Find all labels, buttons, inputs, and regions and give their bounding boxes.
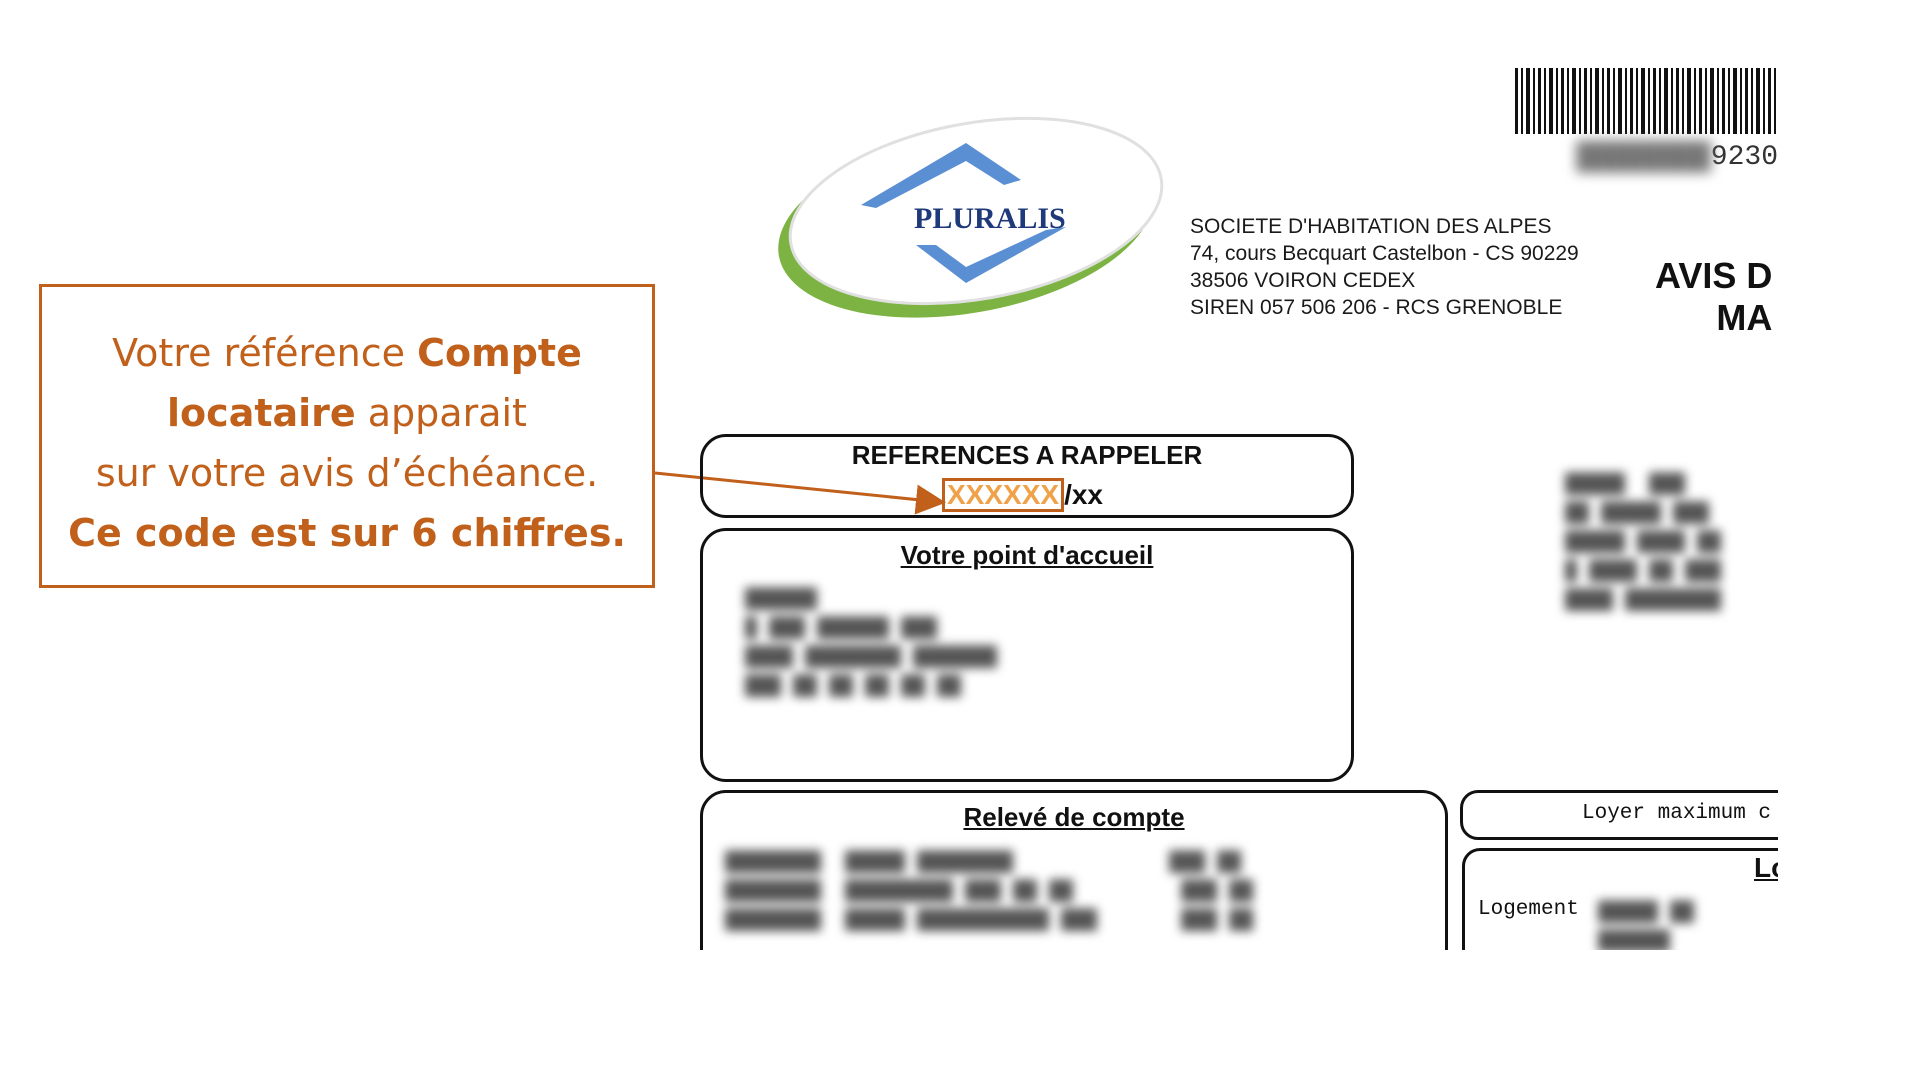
barcode-visible-digits: 9230 [1710, 142, 1778, 173]
accueil-title: Votre point d'accueil [900, 540, 1154, 570]
blurred-logement-value: █████ ██ ██████ [1598, 901, 1695, 953]
callout-line-1: Votre référence Compte [42, 323, 652, 383]
page-crop-bottom [0, 950, 1920, 1080]
callout-bold-text: Ce code est sur 6 chiffres. [68, 511, 626, 555]
logo-text: PLURALIS [914, 202, 1066, 235]
loyer-label: Loyer maximum c [1582, 802, 1772, 825]
avis-line-2: MA [1716, 297, 1773, 338]
blurred-recipient-block: █████ ███ ██ █████ ███ █████ ████ ██ █ █… [1565, 473, 1722, 612]
reference-callout: Votre référence Compte locataire apparai… [39, 284, 655, 588]
callout-bold-text: Compte [417, 331, 582, 375]
company-line-2: 74, cours Becquart Castelbon - CS 90229 [1190, 242, 1579, 265]
reference-suffix: /xx [1064, 479, 1103, 510]
callout-line-2: locataire apparait [42, 383, 652, 443]
accueil-box [700, 528, 1354, 782]
avis-line-1: AVIS D [1655, 255, 1773, 296]
masked-account-number: XXXXXX [942, 478, 1065, 512]
references-box [700, 434, 1354, 518]
blurred-releve-lines: ████████ █████ ████████ ███ ██ ████████ … [725, 851, 1254, 932]
releve-title: Relevé de compte [963, 802, 1185, 832]
barcode [1515, 68, 1776, 134]
pluralis-logo: PLURALIS [778, 116, 1164, 318]
barcode-number: ████████9230 [1520, 142, 1778, 173]
company-line-4: SIREN 057 506 206 - RCS GRENOBLE [1190, 296, 1563, 319]
callout-text: Votre référence [112, 331, 418, 375]
callout-line-3: sur votre avis d’échéance. [95, 451, 599, 495]
callout-line-4: Ce code est sur 6 chiffres. [42, 503, 652, 563]
references-title: REFERENCES A RAPPELER [851, 440, 1203, 470]
page-crop-right [1778, 0, 1920, 1080]
company-line-3: 38506 VOIRON CEDEX [1190, 269, 1416, 292]
blurred-text: ████████ [1576, 142, 1711, 173]
callout-bold-text: locataire [167, 391, 356, 435]
company-line-1: SOCIETE D'HABITATION DES ALPES [1190, 215, 1552, 238]
tenant-reference-code: XXXXXX/xx [942, 478, 1103, 512]
logement-label: Logement [1478, 898, 1579, 921]
callout-text: apparait [355, 391, 527, 435]
avis-heading: AVIS D MA [1655, 255, 1772, 339]
company-address: SOCIETE D'HABITATION DES ALPES 74, cours… [1190, 213, 1579, 321]
blurred-accueil-details: ██████ █ ███ ██████ ███ ████ ████████ ██… [745, 588, 998, 698]
